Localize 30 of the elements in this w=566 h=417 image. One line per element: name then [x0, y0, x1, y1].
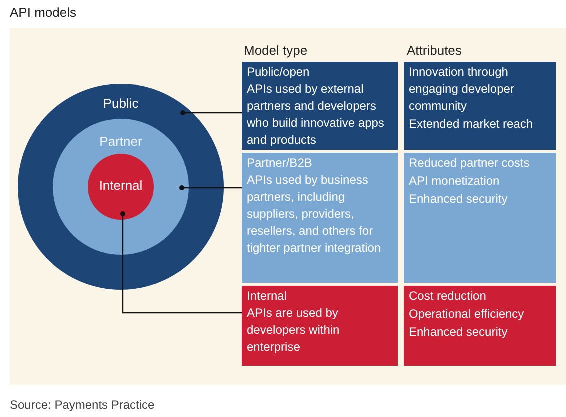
attributes-cell: [404, 286, 556, 366]
attributes-cell: [404, 62, 556, 150]
attributes-cell: [404, 153, 556, 283]
attribute-item: Extended market reach: [409, 116, 534, 133]
ring-label: Public: [103, 96, 139, 112]
row-heading: Public/open: [247, 64, 311, 81]
row-description: APIs are used by developers within enterprise: [247, 305, 341, 356]
model-type-cell: [242, 286, 398, 366]
diagram-title: API models: [10, 4, 76, 22]
row-description: APIs used by external partners and developers who build innovative apps and products: [247, 81, 386, 149]
column-header: Attributes: [407, 43, 462, 59]
ring-label: Partner: [100, 134, 142, 150]
row-description: APIs used by business partners, including suppliers, providers, resellers, and others for tighter partner integration: [247, 172, 382, 257]
attribute-item: Enhanced security: [409, 191, 509, 208]
source-note: Source: Payments Practice: [10, 397, 155, 413]
leader-line: [120, 212, 242, 314]
attribute-item: API monetization: [409, 173, 501, 190]
leader-line: [180, 110, 242, 116]
attribute-item: Innovation through engaging developer community: [409, 64, 516, 115]
attribute-item: Cost reduction: [409, 288, 488, 305]
attribute-item: Operational efficiency: [409, 306, 526, 323]
leader-line: [180, 186, 242, 190]
row-heading: Internal: [247, 288, 288, 305]
ring-label: Internal: [99, 178, 143, 194]
column-header: Model type: [244, 43, 308, 59]
attribute-item: Enhanced security: [409, 324, 509, 341]
model-type-cell: [242, 62, 398, 150]
attribute-item: Reduced partner costs: [409, 155, 531, 172]
model-type-cell: [242, 153, 398, 283]
row-heading: Partner/B2B: [247, 155, 314, 172]
